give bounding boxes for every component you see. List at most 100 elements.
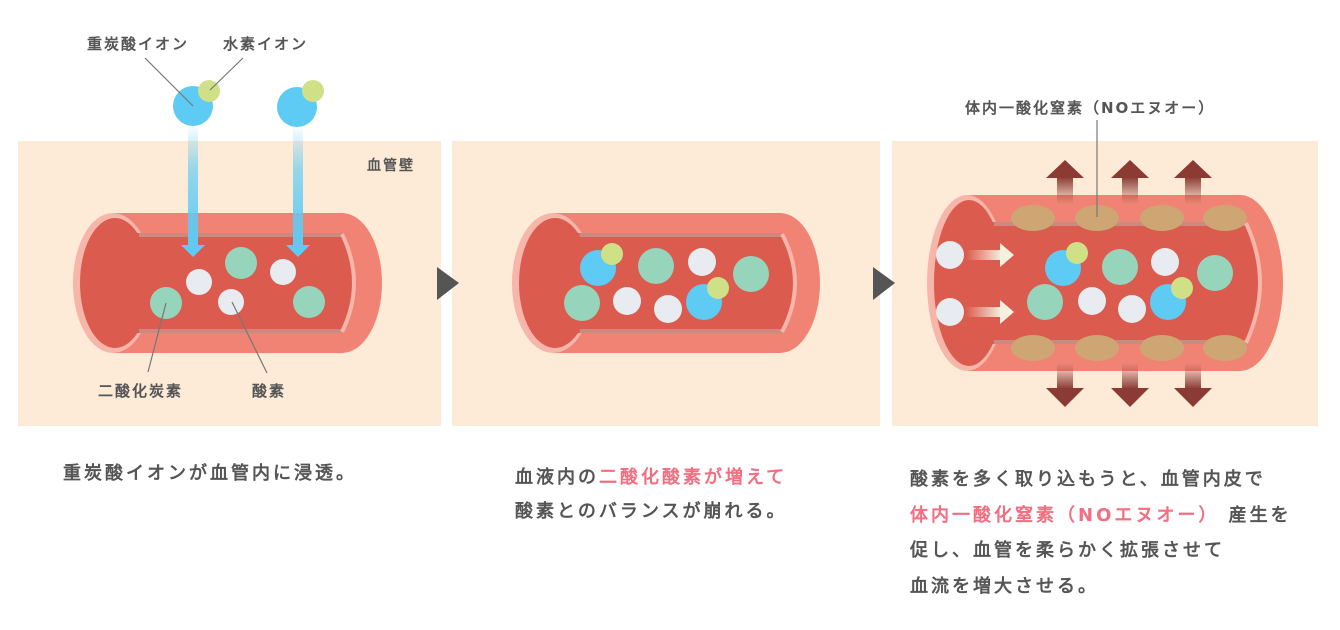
leader-line [231,301,268,374]
next-step-arrow-icon [437,267,459,300]
up-arrow-icon [1046,160,1084,178]
oxygen-particle [218,289,244,315]
carbon-dioxide-particle [225,247,257,279]
inflow-arrow-shaft [966,307,1002,317]
oxygen-particle [186,269,212,295]
right-arrow-icon [1000,300,1014,324]
nitric-oxide-cell [1075,335,1119,361]
vessel-lining-top [138,233,342,237]
caption-line: 酸素を多く取り込もうと、血管内皮で [910,462,1292,498]
blood-vessel-step-3 [927,195,1283,371]
inflow-arrow-shaft [293,128,303,246]
caption-step-3: 酸素を多く取り込もうと、血管内皮で 体内一酸化窒素（NOエヌオー） 産生を 促し… [910,462,1292,604]
vessel-lumen [113,233,354,333]
blood-vessel-step-2 [512,213,820,353]
down-arrow-shaft [1185,363,1201,389]
inflow-arrow-shaft [188,127,198,246]
vessel-lining-bottom [993,340,1246,344]
up-arrow-shaft [1057,177,1073,204]
caption-text: 酸素とのバランスが崩れる。 [515,501,788,522]
nitric-oxide-cell [1011,335,1055,361]
up-arrow-icon [1174,160,1212,178]
oxygen-particle [936,241,964,269]
nitric-oxide-cell [1140,335,1184,361]
vessel-far-rim [780,233,797,333]
vessel-lining-bottom [138,329,342,333]
oxygen-particle [654,295,682,323]
nitric-oxide-cells [1011,205,1247,361]
nitric-oxide-cell [1075,205,1119,231]
step-2-particles [564,243,769,323]
caption-line: 体内一酸化窒素（NOエヌオー） 産生を [910,498,1292,534]
step-3-labels: 体内一酸化窒素（NOエヌオー） [965,99,1215,217]
nitric-oxide-cell [1203,205,1247,231]
down-arrow-shaft [1122,363,1138,389]
hydrogen-ion [1066,242,1088,264]
carbon-dioxide-particle [1197,255,1233,291]
oxygen-particle [1078,287,1106,315]
carbon-dioxide-particle [1102,249,1138,285]
caption-line: 重炭酸イオンが血管内に浸透。 [63,457,357,491]
label-hydrogen-ion: 水素イオン [223,35,308,53]
right-arrow-icon [1000,243,1014,267]
down-arrow-icon [1111,388,1149,407]
caption-text: 産生を [1219,504,1292,526]
label-oxygen: 酸素 [252,382,286,400]
oxygen-particle [936,298,964,326]
leader-line [147,302,167,373]
caption-step-1: 重炭酸イオンが血管内に浸透。 [63,457,357,491]
vessel-lining-top [993,222,1246,226]
oxygen-particle [688,248,716,276]
nitric-oxide-cell [1203,335,1247,361]
down-arrow-icon [181,245,205,257]
leader-line [144,57,194,107]
caption-text: 血流を増大させる。 [910,575,1099,597]
label-nitric-oxide: 体内一酸化窒素（NOエヌオー） [965,99,1215,117]
caption-line: 血流を増大させる。 [910,569,1292,605]
inflow-arrow-shaft [966,250,1002,260]
vessel-lining-bottom [579,329,782,333]
vessel-far-rim [340,233,356,333]
hydrogen-ion [302,80,324,102]
hydrogen-ion [1171,277,1193,299]
oxygen-particle [1118,295,1146,323]
carbon-dioxide-particle [733,256,769,292]
down-arrow-icon [1046,388,1084,407]
vessel-far-rim [1244,222,1262,344]
carbon-dioxide-particle [638,248,674,284]
caption-line: 血液内の二酸化酸素が増えて [515,461,787,495]
label-vessel-wall: 血管壁 [367,157,415,174]
hydrogen-ion [707,277,729,299]
caption-step-2: 血液内の二酸化酸素が増えて 酸素とのバランスが崩れる。 [515,461,787,529]
ion-inflow-arrows [181,127,310,257]
step-1-labels: 重炭酸イオン 水素イオン 血管壁 二酸化炭素 酸素 [87,35,415,400]
nitric-oxide-cell [1140,205,1184,231]
label-bicarbonate-ion: 重炭酸イオン [87,35,189,53]
carbon-dioxide-particle [564,285,600,321]
down-arrow-icon [286,245,310,257]
nitric-oxide-cell [1011,205,1055,231]
up-arrow-shaft [1185,177,1201,204]
caption-text: 促し、血管を柔らかく拡張させて [910,540,1225,561]
vessel-expansion-arrows [1046,160,1212,407]
caption-line: 酸素とのバランスが崩れる。 [515,495,787,529]
caption-line: 促し、血管を柔らかく拡張させて [910,533,1292,569]
vessel-lining-top [579,233,782,237]
blood-vessel-step-1 [73,213,382,353]
down-arrow-icon [1174,388,1212,407]
step-3-particles [936,241,1233,326]
down-arrow-shaft [1057,363,1073,389]
caption-text: 血液内の [515,467,599,488]
up-arrow-shaft [1122,177,1138,204]
caption-highlight-text: 二酸化酸素が増えて [599,467,788,488]
ions [173,80,324,127]
caption-text: 酸素を多く取り込もうと、血管内皮で [910,469,1266,490]
oxygen-particle [1151,248,1179,276]
carbon-dioxide-particle [293,286,325,318]
carbon-dioxide-particle [1027,284,1063,320]
caption-text: 重炭酸イオンが血管内に浸透。 [63,463,357,484]
leader-line [209,57,244,91]
next-step-arrow-icon [873,267,895,300]
up-arrow-icon [1111,160,1149,178]
